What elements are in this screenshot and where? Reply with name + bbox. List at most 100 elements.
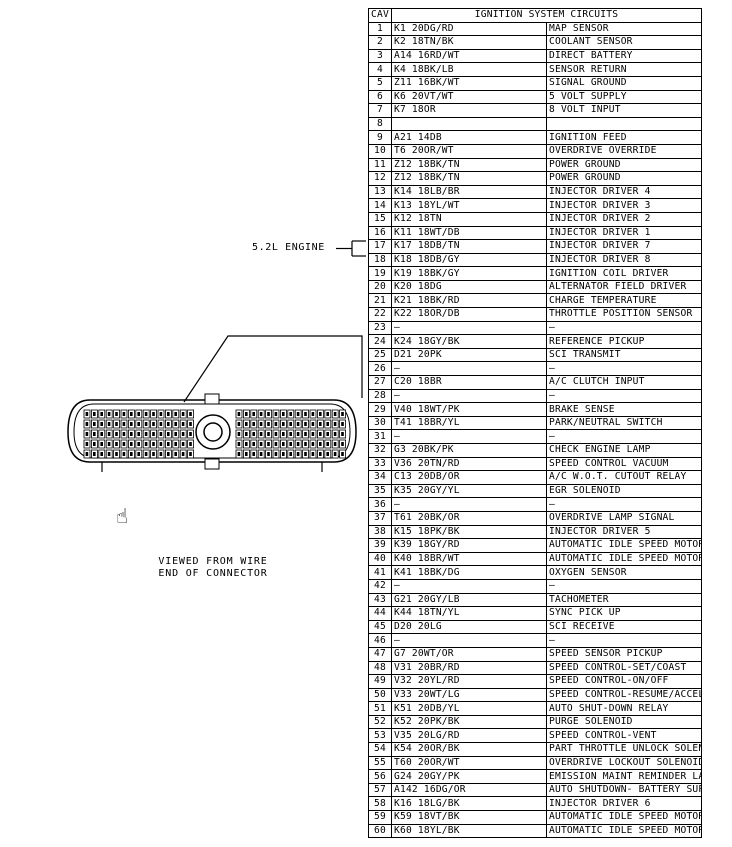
cavity-terminal [159,412,163,416]
circuit-function: DIRECT BATTERY [546,48,702,64]
wire-code: K59 18VT/BK [391,810,547,825]
cavity-number: 55 [368,755,392,771]
wire-code: V31 20BR/RD [391,660,547,676]
cavity-terminal [326,412,329,416]
cavity-terminal [304,422,307,426]
cavity-terminal [167,432,170,436]
cavity-terminal [144,412,148,416]
cavity-terminal [296,452,300,456]
circuit-function: THROTTLE POSITION SENSOR [546,307,702,322]
circuit-function: EGR SOLENOID [546,483,702,499]
circuit-function: INJECTOR DRIVER 7 [546,239,702,254]
wire-code: G24 20GY/PK [391,769,547,784]
cavity-terminal [274,422,278,426]
cavity-number: 14 [368,198,392,213]
table-row: 28—— [368,388,702,404]
table-row: 46—— [368,633,702,648]
cavity-terminal [274,412,278,416]
cavity-terminal [341,422,344,426]
circuit-function: REFERENCE PICKUP [546,334,702,349]
cavity-terminal [304,452,307,456]
cavity-terminal [267,422,270,426]
cavity-terminal [174,432,177,436]
cavity-terminal [311,452,315,456]
table-row: 31—— [368,429,702,444]
cavity-terminal [296,432,300,436]
cavity-terminal [152,452,155,456]
cavity-number: 25 [368,347,392,363]
wire-code: C13 20DB/OR [391,470,547,485]
cavity-terminal [181,422,185,426]
connector-view-caption: VIEWED FROM WIRE END OF CONNECTOR [118,556,308,580]
cavity-number: 53 [368,728,392,744]
cavity-number: 15 [368,211,392,227]
cavity-terminal [289,442,292,446]
cavity-terminal [130,442,133,446]
table-row: 8 [368,116,702,132]
table-header-row: CAV IGNITION SYSTEM CIRCUITS [368,8,702,23]
wire-code: K21 18BK/RD [391,293,547,309]
cavity-terminal [115,452,118,456]
cavity-number: 42 [368,578,392,594]
cavity-terminal [237,442,241,446]
cavity-terminal [267,442,270,446]
circuit-function: — [546,578,702,594]
cavity-terminal [137,432,140,436]
circuit-function: — [546,388,702,404]
circuit-function: 5 VOLT SUPPLY [546,89,702,105]
circuit-function: SPEED CONTROL-RESUME/ACCEL [546,687,702,703]
wire-code: K2 18TN/BK [391,35,547,50]
cavity-number: 20 [368,279,392,295]
cavity-number: 6 [368,89,392,105]
cavity-terminal [304,432,307,436]
cavity-terminal [100,442,103,446]
circuit-function: IGNITION FEED [546,130,702,145]
cavity-terminal [252,412,255,416]
cavity-terminal [237,432,241,436]
table-row: 42—— [368,578,702,594]
cavity-terminal [237,452,241,456]
cavity-number: 58 [368,796,392,812]
cavity-number: 10 [368,143,392,159]
cavity-terminal [252,432,255,436]
cav-header: CAV [368,8,392,23]
cavity-terminal [333,452,337,456]
cavity-number: 23 [368,320,392,336]
circuit-function: SCI TRANSMIT [546,347,702,363]
circuit-function: SPEED CONTROL-VENT [546,728,702,744]
wire-code: Z12 18BK/TN [391,157,547,173]
circuit-function: ALTERNATOR FIELD DRIVER [546,279,702,295]
cavity-terminal [252,452,255,456]
wire-code: V36 20TN/RD [391,456,547,472]
wire-code: A14 16RD/WT [391,48,547,64]
cavity-terminal [296,412,300,416]
cavity-number: 1 [368,21,392,37]
cavity-terminal [181,412,185,416]
cavity-number: 56 [368,769,392,784]
circuit-function: SPEED CONTROL-SET/COAST [546,660,702,676]
cavity-number: 34 [368,470,392,485]
cavity-number: 49 [368,674,392,689]
cavity-terminal [93,442,96,446]
cavity-terminal [326,452,329,456]
cavity-terminal [137,452,140,456]
cavity-number: 5 [368,75,392,91]
cavity-terminal [245,432,248,436]
wire-code: K7 18OR [391,103,547,118]
cavity-number: 22 [368,307,392,322]
cavity-terminal [326,432,329,436]
cavity-terminal [159,432,163,436]
